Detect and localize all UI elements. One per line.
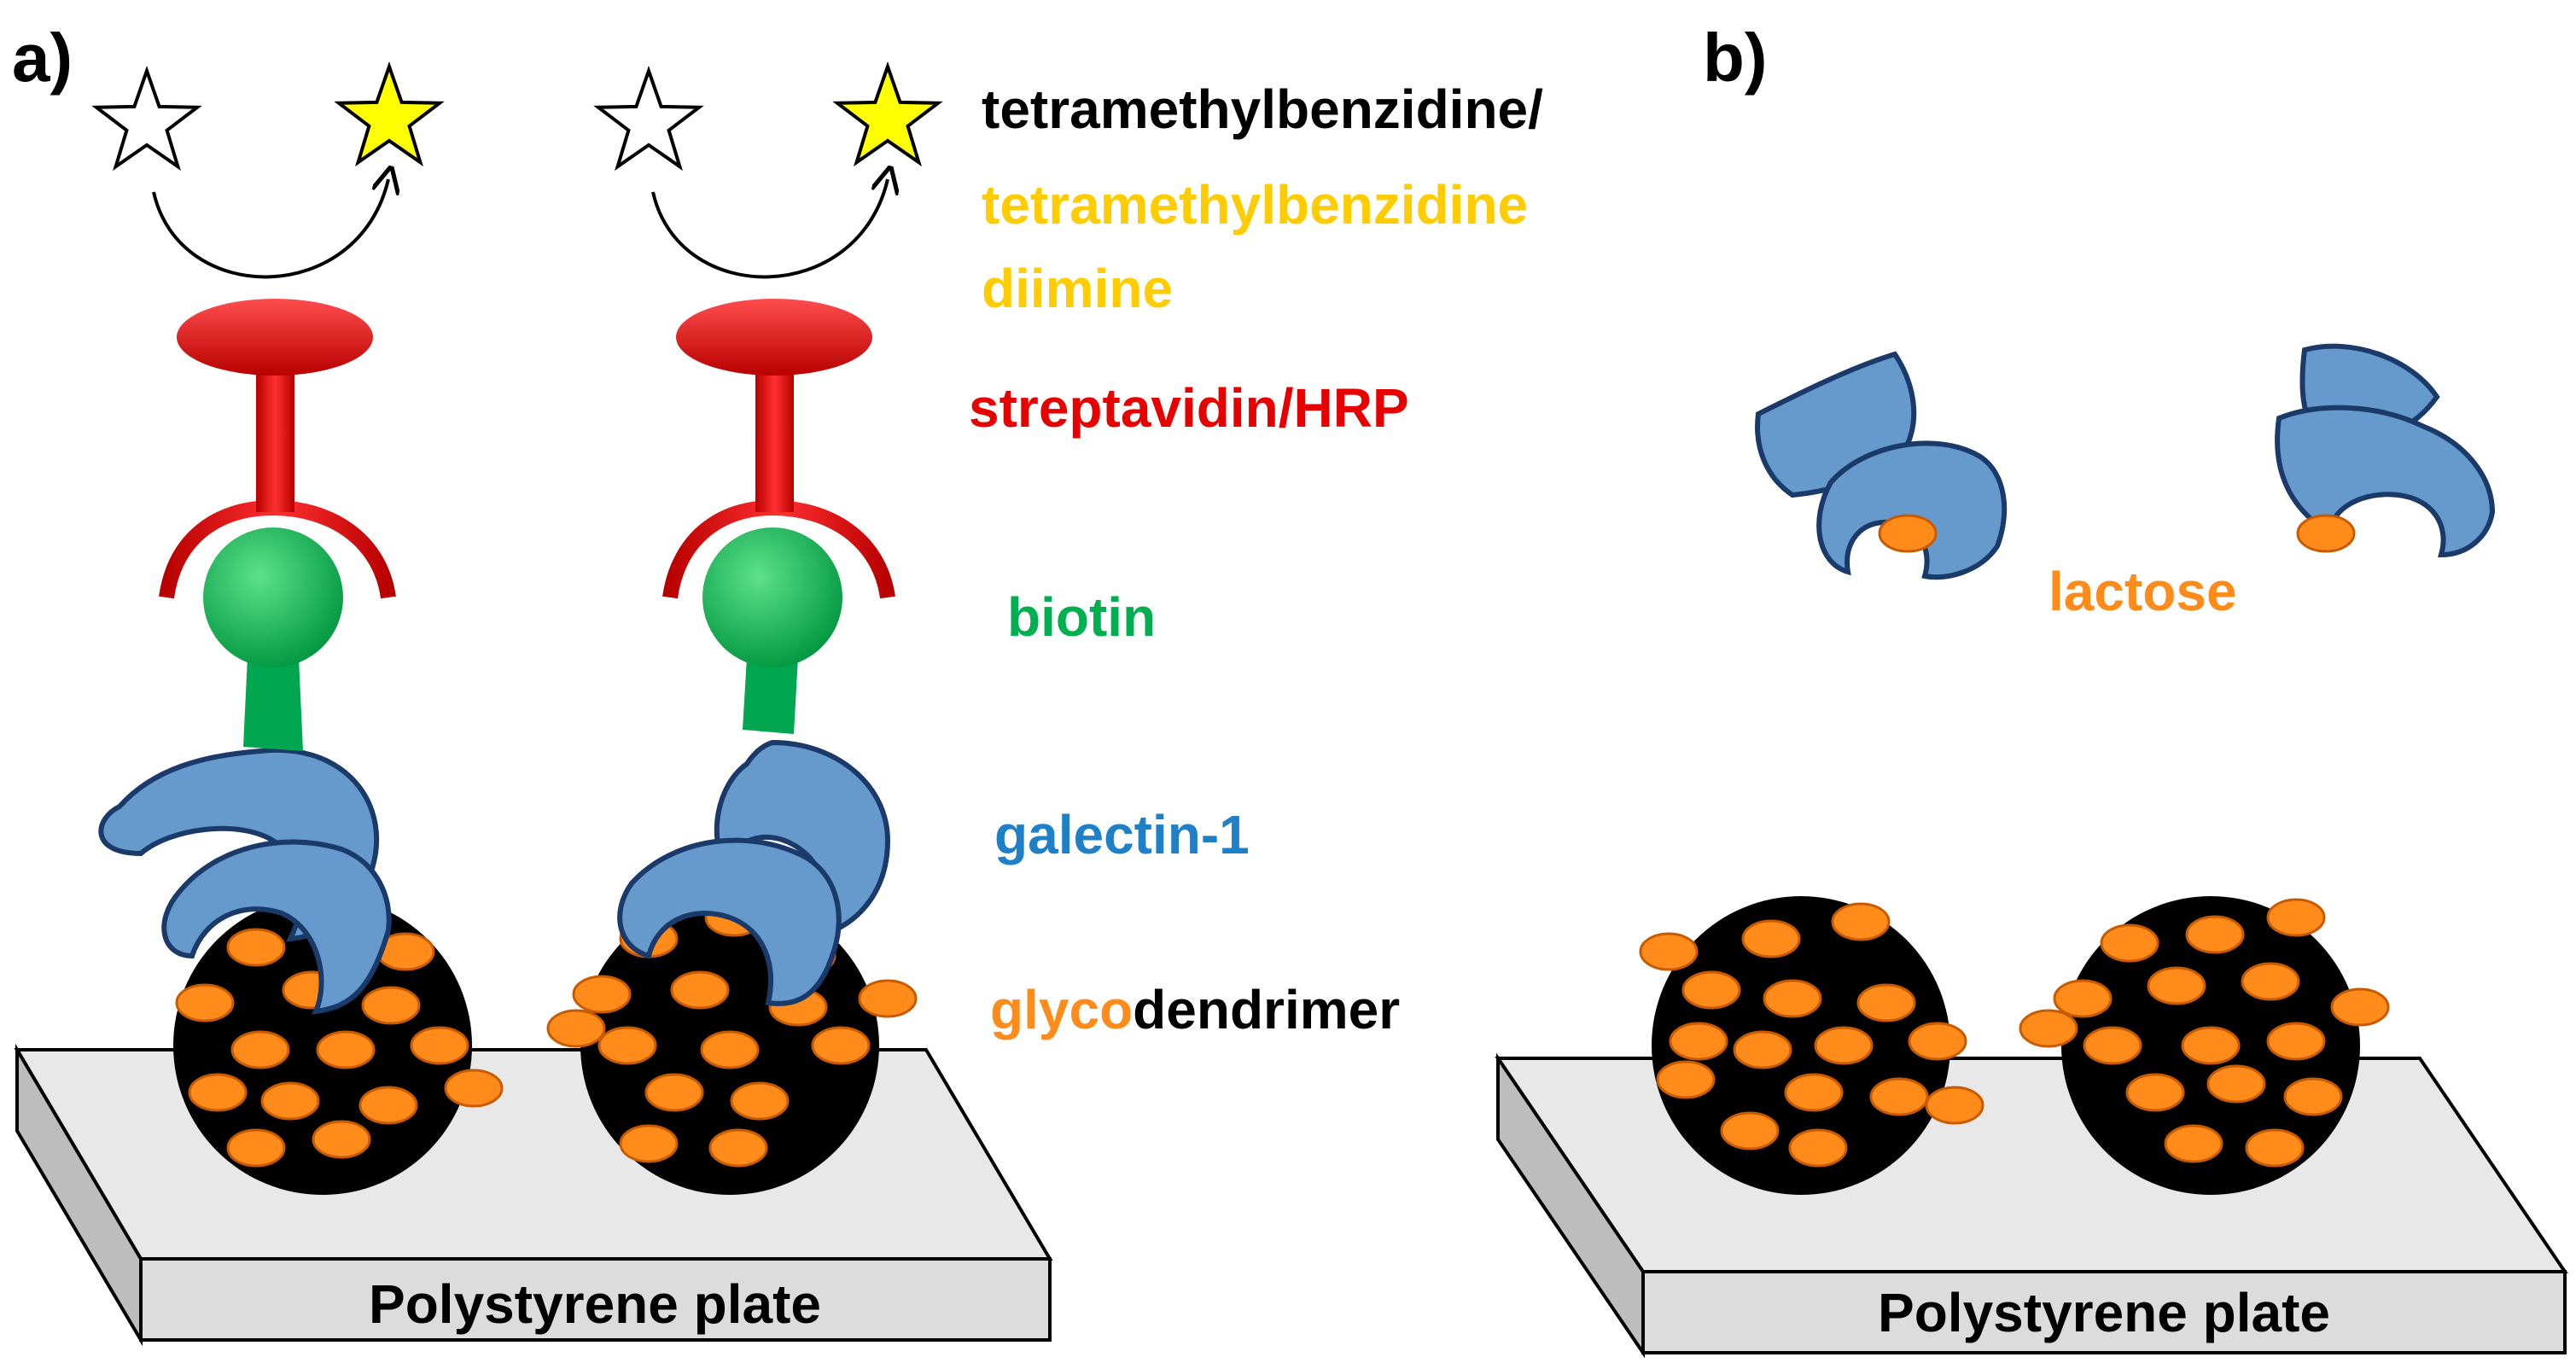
polystyrene-plate-a: Polystyrene plate	[14, 1043, 1053, 1347]
star-filled-icon	[836, 65, 940, 165]
plate-b-label: Polystyrene plate	[1878, 1282, 2330, 1343]
galectin-1-free-b1	[1755, 351, 2008, 580]
galectin-1-a2	[617, 739, 891, 1006]
biotin-a2	[702, 527, 842, 734]
star-filled-icon	[337, 65, 441, 165]
label-tmb-oxidized: tetramethylbenzidine	[982, 174, 1528, 236]
label-glyco: glyco	[990, 979, 1133, 1040]
plate-a-label: Polystyrene plate	[369, 1273, 821, 1335]
label-dendrimer: dendrimer	[1133, 979, 1400, 1040]
label-tmb-diimine: diimine	[982, 258, 1173, 319]
label-galectin: galectin-1	[994, 804, 1250, 865]
label-glycodendrimer: glycodendrimer	[990, 979, 1400, 1040]
glycodendrimer-b2	[2019, 896, 2390, 1195]
label-tmb: tetramethylbenzidine/	[982, 79, 1543, 140]
curved-arrow-icon	[651, 179, 888, 279]
label-biotin: biotin	[1007, 586, 1156, 648]
glycodendrimer-b1	[1639, 896, 1984, 1195]
streptavidin-hrp-a2	[662, 299, 895, 599]
panel-a-label: a)	[12, 20, 73, 96]
panel-b-label: b)	[1703, 20, 1768, 96]
label-lactose: lactose	[2049, 561, 2237, 622]
lactose-b1	[1878, 514, 1938, 553]
galectin-1-a1	[98, 747, 392, 1015]
streptavidin-hrp-a1	[159, 299, 396, 599]
star-outline-icon	[95, 69, 199, 169]
polystyrene-plate-b: Polystyrene plate	[1495, 1052, 2568, 1359]
biotin-a1	[203, 527, 343, 751]
label-streptavidin: streptavidin/HRP	[969, 377, 1409, 439]
star-outline-icon	[597, 69, 701, 169]
lactose-b2	[2296, 514, 2356, 553]
curved-arrow-icon	[152, 179, 388, 279]
